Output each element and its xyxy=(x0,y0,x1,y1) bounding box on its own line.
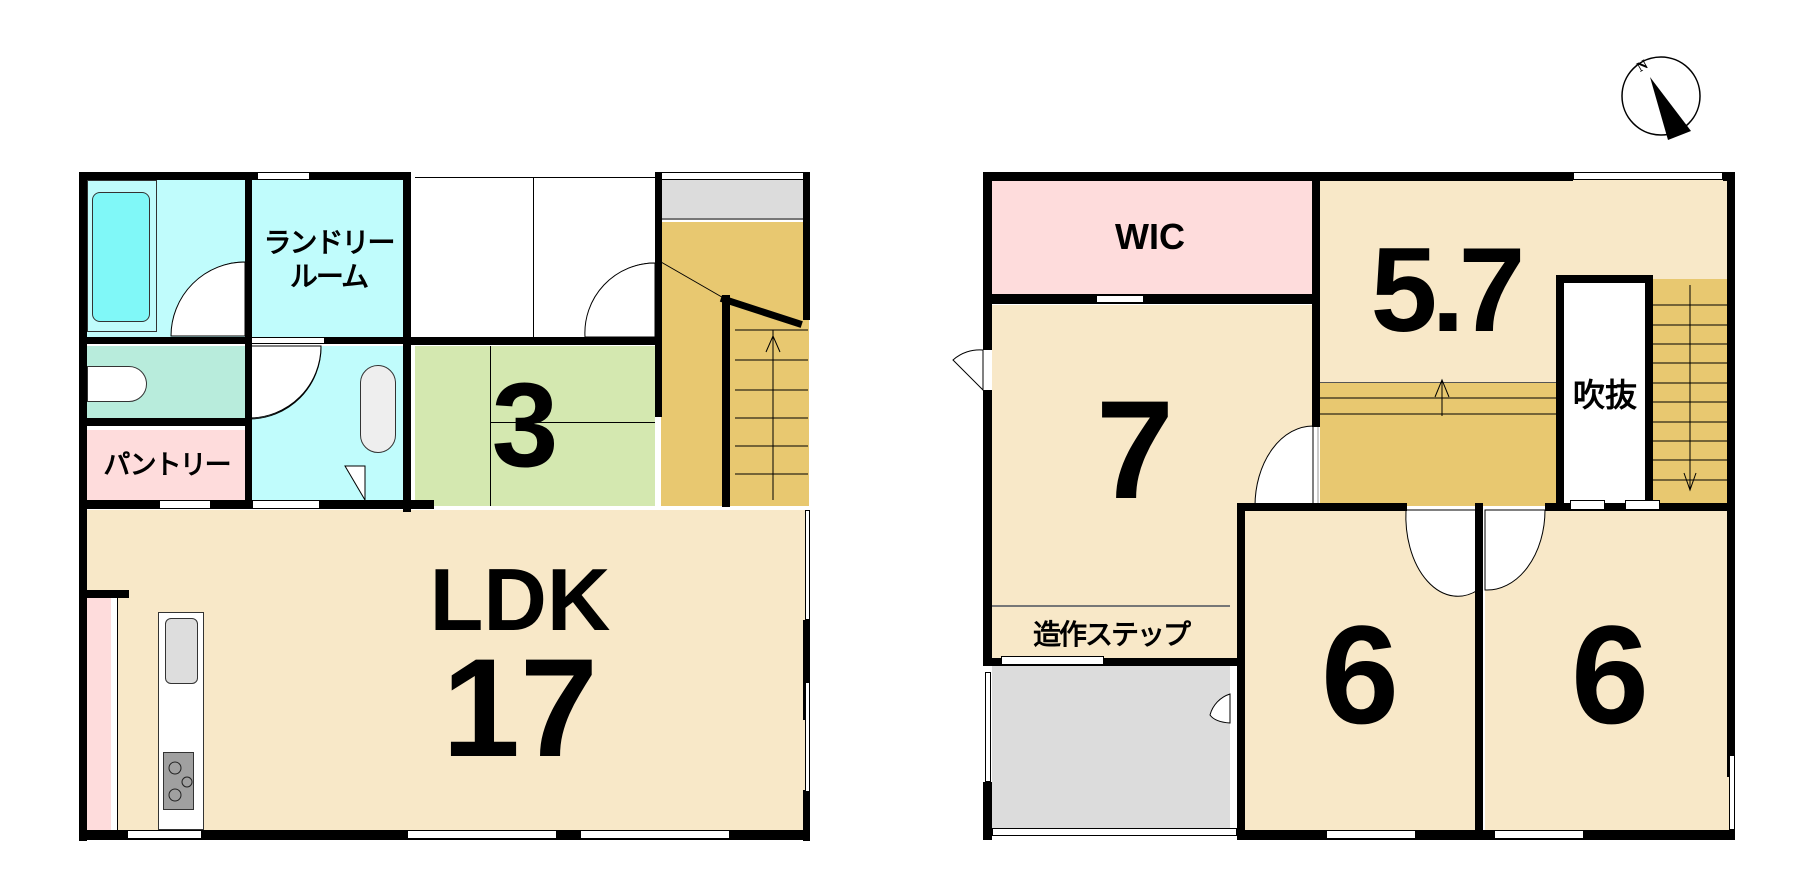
ldk-label: LDK xyxy=(429,550,611,649)
room-wic xyxy=(992,180,1312,294)
bedroom-west-label: 7 xyxy=(1096,371,1174,528)
window xyxy=(252,500,320,509)
room-pantry xyxy=(87,430,245,506)
window xyxy=(1573,172,1723,180)
window xyxy=(1326,830,1416,839)
wall xyxy=(803,790,810,841)
wall xyxy=(655,172,662,417)
ldk-storage xyxy=(86,592,118,831)
room-storage-top xyxy=(661,180,809,220)
window xyxy=(661,172,804,180)
window xyxy=(407,830,557,839)
bedroom-east-label: 6 xyxy=(1571,596,1649,753)
laundry-label: ランドリー ルーム xyxy=(263,226,395,293)
room-step xyxy=(992,605,1230,660)
step-label: 造作ステップ xyxy=(1032,618,1191,651)
window xyxy=(251,337,325,344)
window xyxy=(805,682,810,792)
window xyxy=(985,672,991,782)
room-stairs-1f xyxy=(661,222,809,506)
window xyxy=(1625,500,1660,510)
wall xyxy=(983,390,992,660)
bedroom-center-label: 6 xyxy=(1321,596,1399,753)
void-label: 吹抜 xyxy=(1572,376,1637,414)
window xyxy=(127,830,202,839)
wall xyxy=(1237,503,1407,511)
kitchen-sink xyxy=(165,618,198,684)
tatami-line-2 xyxy=(490,422,655,423)
window xyxy=(1729,755,1735,830)
tatami-line-1 xyxy=(490,346,491,506)
wall xyxy=(310,172,410,180)
wall xyxy=(1645,275,1653,508)
bathtub xyxy=(92,192,150,322)
floor-plan-1f: ランドリー ルーム パントリー 3 xyxy=(0,0,900,883)
wall xyxy=(983,172,992,350)
wall xyxy=(1556,275,1564,508)
wall xyxy=(79,590,129,598)
wall xyxy=(1556,275,1651,283)
wic-label: WIC xyxy=(1115,216,1185,257)
room-ldk xyxy=(87,510,810,832)
window xyxy=(992,828,1237,836)
window xyxy=(580,830,730,839)
wall xyxy=(79,418,251,426)
wall xyxy=(803,620,810,720)
room-void xyxy=(1563,280,1648,506)
wall xyxy=(983,172,1573,181)
wall xyxy=(1475,503,1483,840)
stairs-2f-landing xyxy=(1320,382,1558,506)
stair-steps-1f xyxy=(170,261,808,542)
wall xyxy=(79,337,414,344)
tatami-label: 3 xyxy=(491,358,559,492)
pantry-label: パントリー xyxy=(103,449,231,481)
wall xyxy=(1237,503,1245,840)
stairs-2f-right xyxy=(1653,279,1730,504)
toilet-fixture xyxy=(87,366,147,402)
wall xyxy=(983,658,1238,666)
room-tatami xyxy=(415,346,655,506)
wall xyxy=(983,294,1318,304)
room-balcony xyxy=(992,666,1230,831)
wall xyxy=(1237,830,1735,840)
compass: N xyxy=(1620,55,1702,140)
kitchen-stove xyxy=(163,752,194,810)
wall xyxy=(79,172,257,180)
window xyxy=(1570,500,1605,510)
wall xyxy=(1727,172,1735,777)
bathtub-frame xyxy=(87,180,157,332)
room-laundry xyxy=(251,180,403,340)
wall xyxy=(983,782,992,840)
window xyxy=(1001,656,1104,665)
closet-divider xyxy=(533,177,534,340)
wash-basin xyxy=(360,365,396,453)
hall-label: 5.7 xyxy=(1370,223,1526,357)
window xyxy=(159,500,211,509)
wall xyxy=(803,172,810,320)
window xyxy=(1494,830,1584,839)
wall xyxy=(722,295,730,507)
window xyxy=(1096,295,1144,303)
burner-icon xyxy=(168,761,193,802)
window xyxy=(257,172,310,180)
window xyxy=(805,510,810,620)
ldk-size: 17 xyxy=(442,628,598,786)
wall xyxy=(410,337,662,345)
north-arrow-icon xyxy=(1621,56,1701,140)
